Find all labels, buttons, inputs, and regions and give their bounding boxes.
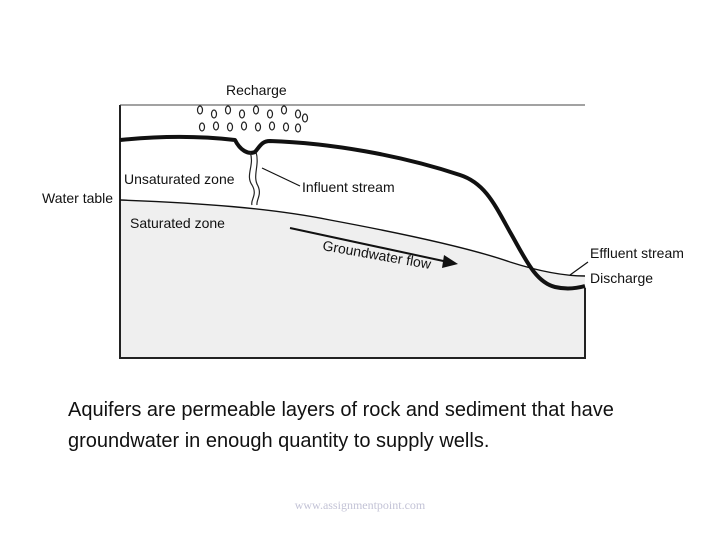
groundwater-flow-arrow xyxy=(289,227,458,268)
ground-surface xyxy=(119,135,586,291)
label-water-table: Water table xyxy=(42,190,113,206)
diagram-frame xyxy=(119,105,586,359)
watermark-text: www.assignmentpoint.com xyxy=(294,498,426,512)
aquifer-diagram: Recharge Unsaturated zone Water table Sa… xyxy=(42,82,684,359)
influent-seepage-2 xyxy=(255,151,260,206)
water-table-line xyxy=(119,199,586,277)
caption-text: Aquifers are permeable layers of rock an… xyxy=(68,399,614,452)
label-discharge: Discharge xyxy=(590,270,653,286)
label-influent-stream: Influent stream xyxy=(302,179,395,195)
influent-leader xyxy=(261,167,301,187)
influent-seepage xyxy=(248,151,255,206)
label-effluent-stream: Effluent stream xyxy=(590,245,684,261)
effluent-leader xyxy=(569,261,589,276)
label-saturated-zone: Saturated zone xyxy=(130,215,225,231)
label-unsaturated-zone: Unsaturated zone xyxy=(124,171,235,187)
recharge-droplets xyxy=(196,105,309,133)
saturated-zone-area xyxy=(120,200,585,358)
label-recharge: Recharge xyxy=(226,82,287,98)
